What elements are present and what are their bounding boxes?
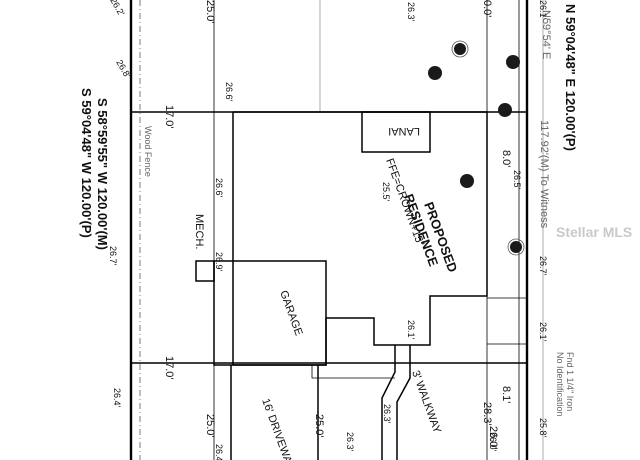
tree-icon [451,40,469,58]
find-iron-label: Fnd 1 1/4" Iron [565,352,575,411]
elevation-label: 26.7' [538,256,548,276]
no-id-label: No Identification [555,352,565,417]
elevation-label: 26.5' [512,170,522,190]
tree-icon [510,241,522,253]
garage-outline [213,260,327,366]
elevation-label: 26.1' [538,0,548,20]
tree-icon [460,174,474,188]
elevation-label: 26.0' [488,432,498,452]
elevation-label: 26.1' [538,322,548,342]
tree-icon [498,103,512,117]
walkway-outline-2 [396,345,411,460]
walkway-connector [311,365,395,379]
setback-label: 25.0' [204,0,216,24]
elevation-label: 26.3' [406,2,416,22]
tree-icon [454,43,466,55]
setback-label: 8.0' [500,150,512,167]
mech-label: MECH. [193,214,205,249]
lanai-box [361,111,431,153]
tree-icon [506,55,520,69]
elevation-label: 26.3' [382,404,392,424]
elevation-label: 25.5' [381,182,391,202]
setback-label: 0.0' [481,0,493,17]
lanai-label: LANAI [388,125,420,137]
overlay-distance: 117.92'(M) To Witness [538,120,550,229]
setback-label: 17.0' [163,356,175,380]
north-bearing-label: N 59°04'48" E 120.00'(P) [563,4,578,151]
elevation-label: 26.7' [108,246,118,266]
elevation-label: 25.8' [538,418,548,438]
elevation-label: 26.1' [406,320,416,340]
setback-label: 25.0' [313,414,325,438]
elevation-label: 26.2' [108,0,126,18]
elevation-label: 26.6' [224,82,234,102]
elevation-label: 26.4' [112,388,122,408]
overlay-bearing: N59°54' E [540,10,552,59]
garage-label: GARAGE [277,289,304,337]
elevation-label: 26.4' [214,444,224,460]
setback-label: 26.0' [487,426,499,450]
wood-fence-label: Wood Fence [143,126,153,177]
setback-label: 25.0' [204,414,216,438]
watermark: Stellar MLS [556,224,632,240]
setback-label: 28.3' [481,402,493,426]
setback-label: 17.0' [163,105,175,129]
south-bearing-measured: S 58°59'55" W 120.00'(M) [95,98,110,250]
dimension-ticks [131,111,527,364]
mech-box [195,260,215,282]
tree-icon [507,238,525,256]
elevation-label: 26.9' [214,252,224,272]
driveway-label: 16' DRIVEWAY [259,397,296,460]
south-bearing-plat: S 59°04'48" W 120.00'(P) [79,88,94,238]
walkway-label: 3' WALKWAY [409,369,443,436]
walkway-outline [381,345,396,460]
tree-icon [428,66,442,80]
elevation-label: 26.6' [214,178,224,198]
elevation-label: 26.3' [345,432,355,452]
setback-label: 8.1' [500,386,512,403]
